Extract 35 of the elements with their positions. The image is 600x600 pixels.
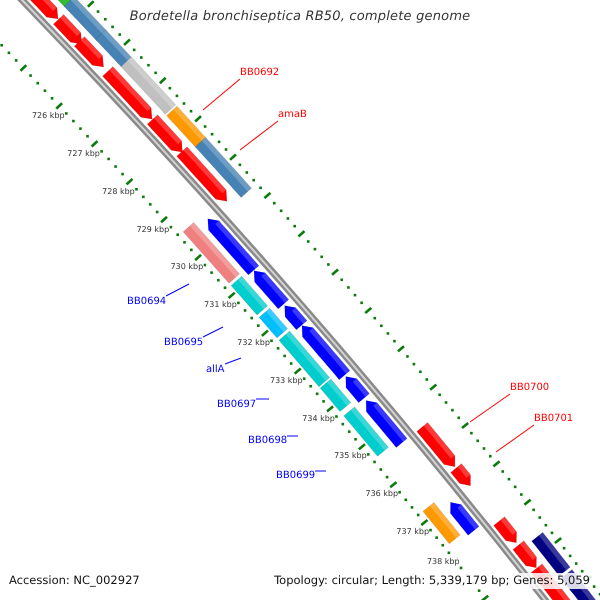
gene-label: BB0701 [534, 413, 574, 425]
position-label: 734 kbp [302, 414, 335, 424]
gene-label: BB0697 [217, 399, 256, 411]
leader-line [202, 78, 240, 110]
gene-label: BB0700 [510, 382, 550, 394]
position-label: 728 kbp [102, 187, 135, 197]
map-title: Bordetella bronchiseptica RB50, complete genome [130, 9, 470, 24]
gene-label: BB0695 [164, 337, 204, 349]
gene-label: BB0699 [276, 470, 316, 482]
gene-label: BB0698 [248, 435, 288, 447]
gene-label: BB0694 [127, 296, 166, 308]
position-label: 726 kbp [32, 111, 65, 121]
position-label: 737 kbp [396, 527, 430, 537]
leader-line [496, 424, 534, 452]
position-label: 735 kbp [334, 452, 367, 462]
gene-label: amaB [278, 109, 307, 121]
leader-line [256, 398, 270, 400]
leader-line [314, 470, 326, 472]
position-label: 733 kbp [270, 376, 303, 386]
position-label: 738 kbp [426, 556, 460, 567]
leader-line [224, 358, 242, 364]
accession-text: Accession: NC_002927 [7, 573, 142, 589]
leader-line [202, 326, 224, 338]
position-label: 731 kbp [204, 300, 237, 310]
gene-label: BB0692 [240, 67, 280, 79]
leader-line [240, 120, 278, 150]
position-label: 730 kbp [170, 262, 204, 272]
position-label: 732 kbp [237, 338, 270, 348]
position-label: 736 kbp [365, 489, 398, 500]
position-label: 727 kbp [67, 149, 100, 159]
position-label: 729 kbp [136, 224, 170, 234]
leader-line [166, 284, 190, 296]
leader-line [470, 394, 510, 422]
genome-summary-text: Topology: circular; Length: 5,339,179 bp; Genes: 5,059 [272, 573, 592, 589]
gene-label: allA [206, 364, 225, 376]
